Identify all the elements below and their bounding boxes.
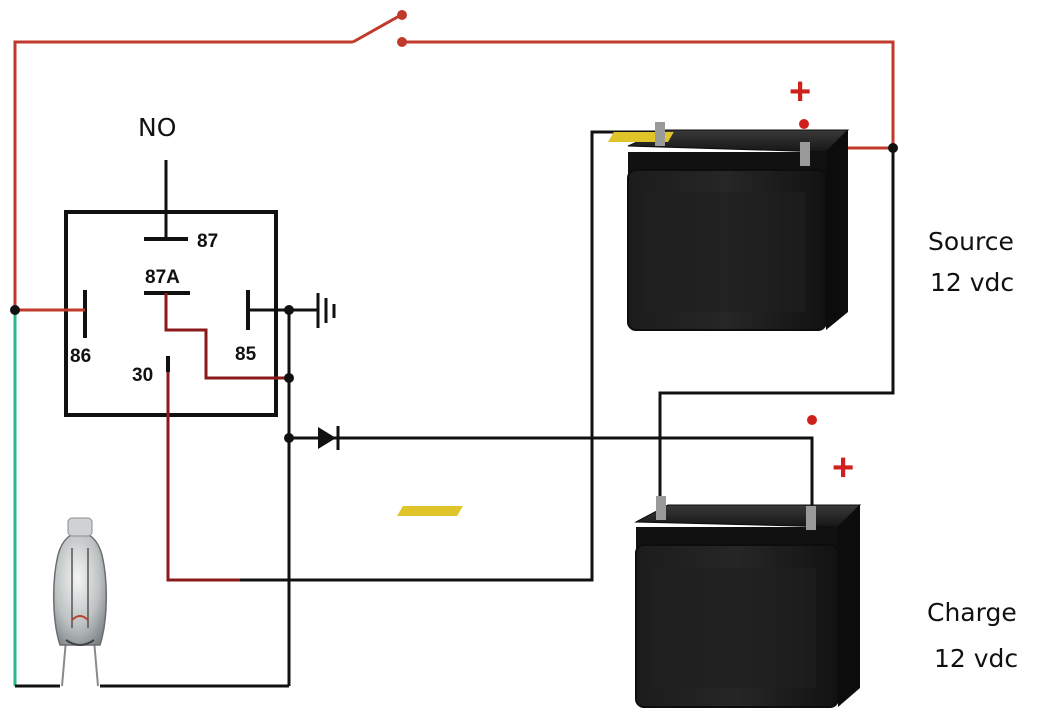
charge-battery-voltage: 12 vdc: [934, 644, 1018, 673]
charge-plus-sign: +: [832, 447, 854, 489]
switch-icon: [352, 10, 407, 47]
pin-label-87a: 87A: [145, 267, 180, 288]
source-plus-sign: +: [789, 71, 811, 113]
switch-circuit-wire: [13, 40, 895, 310]
lamp-icon: [53, 517, 107, 687]
pin-label-87: 87: [197, 231, 218, 252]
relay-icon: [64, 160, 278, 417]
ground-icon: [316, 293, 336, 328]
pin-label-86: 86: [70, 346, 91, 367]
pin-label-30: 30: [132, 365, 153, 386]
pin-label-85: 85: [235, 344, 257, 365]
wire-diode-to-charge: [289, 436, 814, 505]
source-battery-icon: [608, 122, 850, 331]
charge-battery-icon: [397, 496, 862, 708]
relay-state-label: NO: [138, 113, 176, 142]
source-positive-marker: +: [789, 71, 811, 129]
source-battery-voltage: 12 vdc: [930, 268, 1014, 297]
junction-dots: [10, 143, 898, 443]
wire-30-red: [166, 372, 240, 582]
wire-87a: [164, 293, 288, 380]
wire-source-to-charge: [658, 148, 895, 505]
source-battery-label: Source: [928, 227, 1014, 256]
diode-icon: [318, 426, 340, 450]
charge-positive-marker: +: [807, 415, 854, 489]
charge-battery-label: Charge: [927, 598, 1017, 627]
